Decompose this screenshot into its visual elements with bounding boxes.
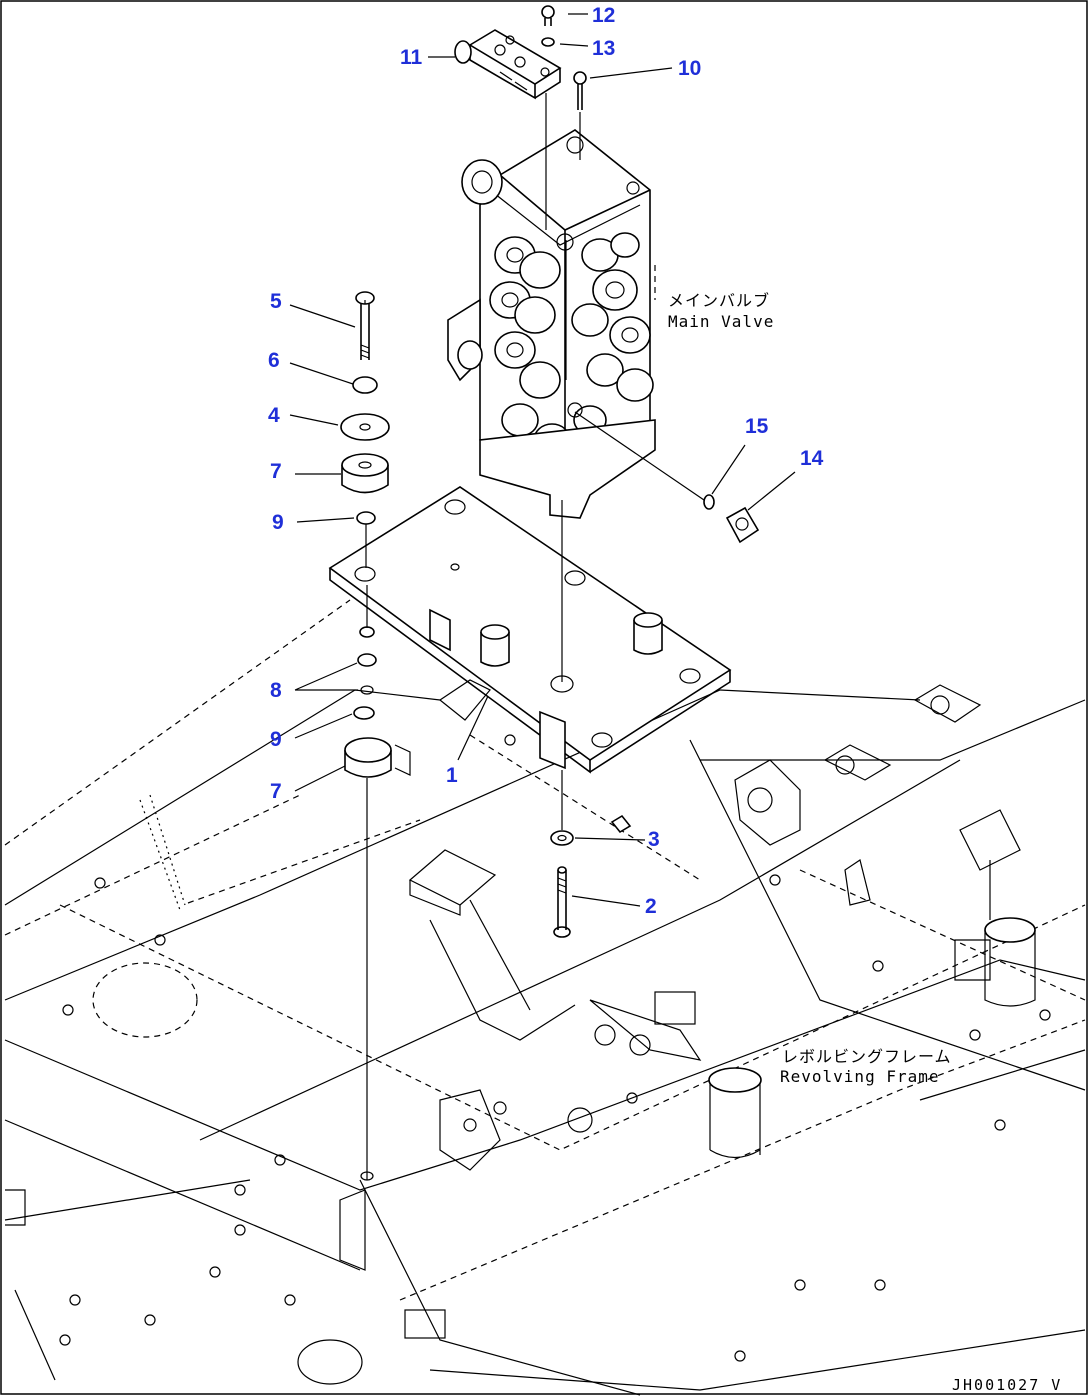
connector-bracket [454, 29, 562, 100]
callout-8: 8 [270, 679, 282, 702]
spacer-8 [360, 685, 374, 695]
callout-14: 14 [800, 447, 824, 470]
callout-3: 3 [648, 828, 660, 851]
revolving-frame-label-jp: レボルビングフレーム [782, 1047, 952, 1066]
main-valve-label-jp: メインバルブ [668, 291, 770, 310]
small-washer [541, 37, 555, 47]
cushion-7-upper [341, 453, 389, 494]
main-valve-label-en: Main Valve [668, 312, 774, 331]
callout-7-lower: 7 [270, 780, 282, 803]
callout-4: 4 [268, 404, 280, 427]
drawing-code: JH001027 V [952, 1376, 1062, 1394]
assembly-lines [360, 93, 705, 1181]
washer-4 [340, 413, 390, 441]
callout-11: 11 [400, 46, 423, 69]
callout-6: 6 [268, 349, 280, 372]
main-valve [447, 129, 656, 519]
bolt-5 [355, 291, 375, 360]
part-name-labels: メインバルブ Main Valve レボルビングフレーム Revolving F… [668, 291, 952, 1086]
long-bolt-10 [573, 71, 587, 110]
callout-12: 12 [592, 4, 615, 27]
callout-9-upper: 9 [272, 511, 284, 534]
small-bolt [541, 5, 555, 26]
bolt-2 [553, 866, 571, 938]
callout-15: 15 [745, 415, 769, 438]
callout-9-lower: 9 [270, 728, 282, 751]
callout-10: 10 [678, 57, 701, 80]
callout-2: 2 [645, 895, 657, 918]
cushion-7-lower [344, 737, 411, 778]
washer-3-spare [610, 814, 632, 834]
o-ring-15 [703, 494, 715, 510]
washer-4-hole [359, 423, 371, 431]
collar-8-lower [357, 653, 377, 667]
mounting-plate [328, 486, 732, 881]
revolving-frame-label-en: Revolving Frame [780, 1067, 940, 1086]
callout-7-upper: 7 [270, 460, 282, 483]
collar-8-upper [359, 626, 375, 638]
washer-3-hole [557, 834, 567, 842]
callout-13: 13 [592, 37, 615, 60]
washer-6 [352, 376, 378, 394]
callout-1: 1 [446, 764, 458, 787]
fitting-14 [725, 506, 760, 544]
callout-labels: 1 2 3 4 5 6 7 7 8 9 9 10 11 12 13 14 15 [268, 4, 824, 918]
o-ring-9-lower [353, 706, 375, 720]
callout-5: 5 [270, 290, 282, 313]
revolving-frame [4, 599, 1086, 1396]
o-ring-9-upper [356, 511, 376, 525]
leader-lines [289, 13, 796, 907]
washer-3 [550, 830, 574, 846]
